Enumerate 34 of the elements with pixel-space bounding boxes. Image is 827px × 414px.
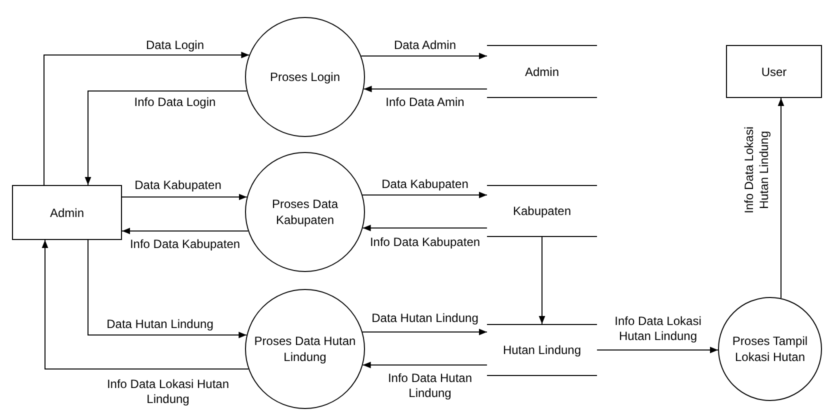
- edge-label: Data Kabupaten: [380, 176, 470, 192]
- node-label: Admin: [50, 204, 84, 220]
- edge-label: Data Admin: [392, 38, 458, 52]
- arrow: [362, 362, 488, 368]
- edge-label: Info Data Login: [132, 94, 218, 110]
- arrow: [596, 346, 718, 354]
- node-label: Admin: [524, 64, 559, 80]
- arrow: [778, 98, 784, 299]
- arrow: [42, 240, 249, 370]
- node-label: User: [761, 64, 787, 80]
- arrow: [44, 52, 250, 186]
- arrow: [362, 224, 488, 232]
- entity-box: [726, 45, 822, 98]
- arrow: [362, 328, 488, 336]
- edge-label: Data Hutan Lindung: [370, 310, 480, 326]
- node-label: Proses Login: [268, 69, 342, 85]
- edge-label: Data Login: [144, 38, 206, 52]
- arrow: [360, 52, 488, 60]
- arrow: [538, 236, 546, 324]
- node-label: Kabupaten: [512, 203, 572, 219]
- node-label: Proses Tampil Lokasi Hutan: [731, 333, 809, 365]
- node-label: Proses Data Hutan Lindung: [253, 333, 357, 365]
- arrow: [122, 194, 248, 200]
- edge-label: Data Hutan Lindung: [104, 316, 216, 332]
- edge-label: Data Kabupaten: [132, 178, 224, 192]
- arrow: [84, 90, 248, 186]
- edge-label: Info Data Amin: [384, 94, 466, 110]
- arrow: [362, 192, 488, 198]
- entity-box: [12, 185, 122, 240]
- arrow: [88, 240, 248, 338]
- node-label: Proses Data Kabupaten: [270, 196, 340, 228]
- arrow: [363, 86, 488, 92]
- node-label: Hutan Lindung: [502, 342, 582, 358]
- arrow: [122, 228, 249, 234]
